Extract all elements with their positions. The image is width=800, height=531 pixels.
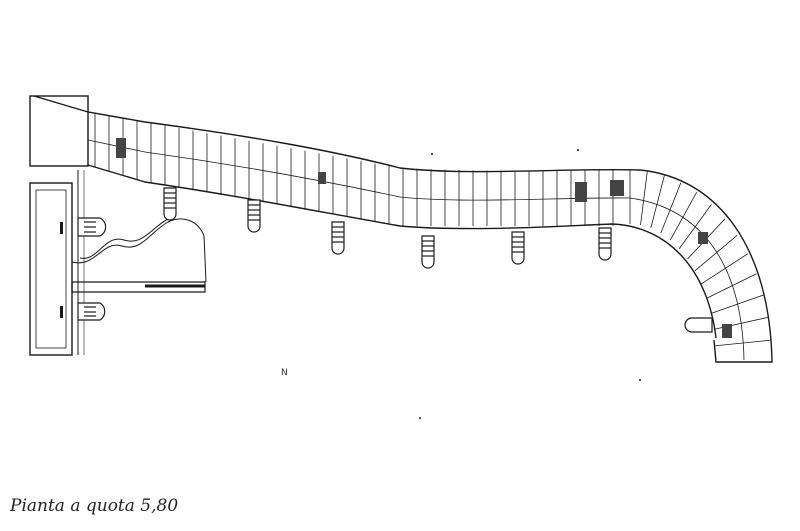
corridor-line — [87, 139, 745, 361]
left-wing-outline — [29, 95, 89, 167]
left-podium-outline — [29, 182, 73, 356]
main-slab-outer-edge — [33, 95, 773, 363]
north-arrow-label: N — [281, 368, 288, 378]
walkway-bridge — [71, 281, 206, 293]
plan-caption: Pianta a quota 5,80 — [10, 496, 179, 516]
left-podium-inner — [35, 189, 67, 349]
wavy-ramp-path — [71, 217, 207, 283]
